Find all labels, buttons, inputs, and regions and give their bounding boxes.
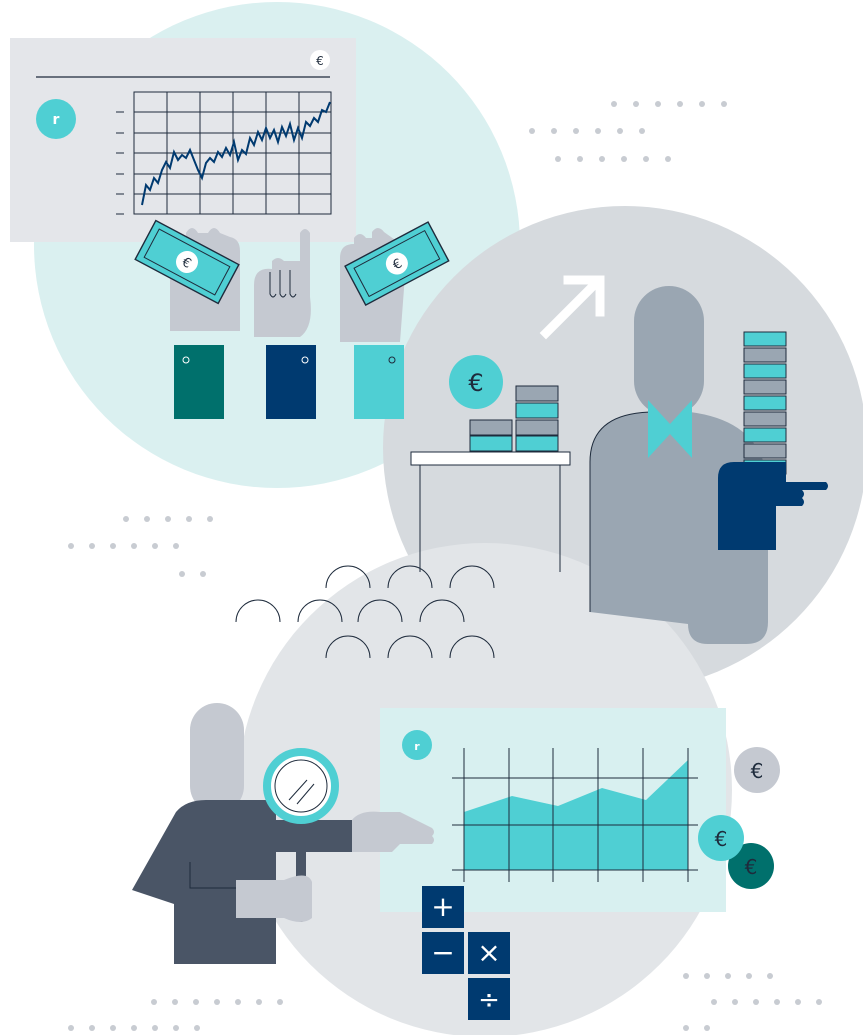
euro-coin-icon: €	[449, 355, 503, 409]
dot-grid-top-right	[529, 101, 727, 162]
middle-sleeve	[266, 345, 316, 419]
raising-hands-group: € €	[134, 219, 450, 419]
stock-price-line	[141, 101, 331, 206]
dot-grid-bottom-left	[68, 999, 283, 1031]
chart-grid	[116, 91, 332, 215]
stock-chart-panel: € r	[10, 38, 356, 242]
analyst-head	[190, 703, 244, 813]
euro-coin-grey: €	[734, 747, 780, 793]
svg-text:€: €	[751, 759, 764, 783]
area-series	[464, 760, 688, 870]
coin-stack-held	[743, 331, 787, 475]
math-operators: + − × ÷	[422, 886, 510, 1020]
person-hand	[718, 462, 828, 550]
euro-icon	[310, 50, 330, 70]
logo-glyph: r	[53, 112, 60, 128]
minus-tile	[422, 932, 464, 974]
holding-hand	[236, 875, 312, 922]
dot-grid-middle-left	[68, 516, 213, 577]
logo-icon	[36, 99, 76, 139]
svg-text:×: ×	[477, 936, 500, 969]
euro-symbol: €	[316, 54, 324, 68]
area-chart-panel: r	[380, 708, 726, 912]
svg-text:÷: ÷	[478, 985, 500, 1015]
business-person	[589, 286, 828, 644]
divide-tile	[468, 978, 510, 1020]
person-head	[634, 286, 704, 416]
euro-coin-teal: €	[698, 815, 744, 861]
up-arrow-icon	[539, 275, 605, 340]
svg-text:r: r	[414, 740, 420, 753]
svg-text:€: €	[715, 827, 728, 851]
plus-tile	[422, 886, 464, 928]
svg-text:€: €	[745, 855, 758, 879]
pointing-hand-right	[352, 811, 434, 852]
dot-grid-bottom-right	[683, 973, 822, 1031]
times-tile	[468, 932, 510, 974]
area-chart-grid	[452, 748, 698, 882]
euro-coin-dark-teal: €	[728, 843, 774, 889]
left-sleeve	[174, 345, 224, 419]
banknote-right: €	[344, 221, 450, 306]
audience-heads	[235, 565, 495, 659]
right-sleeve	[354, 345, 404, 419]
banknote-left: €	[134, 219, 240, 305]
svg-text:−: −	[431, 936, 454, 969]
analyst-person	[132, 703, 434, 964]
table-with-coins	[410, 385, 571, 572]
bow-tie	[648, 400, 692, 458]
svg-text:€: €	[468, 369, 483, 397]
svg-text:+: +	[431, 890, 454, 923]
logo-icon	[402, 730, 432, 760]
pointing-hand	[254, 229, 311, 337]
